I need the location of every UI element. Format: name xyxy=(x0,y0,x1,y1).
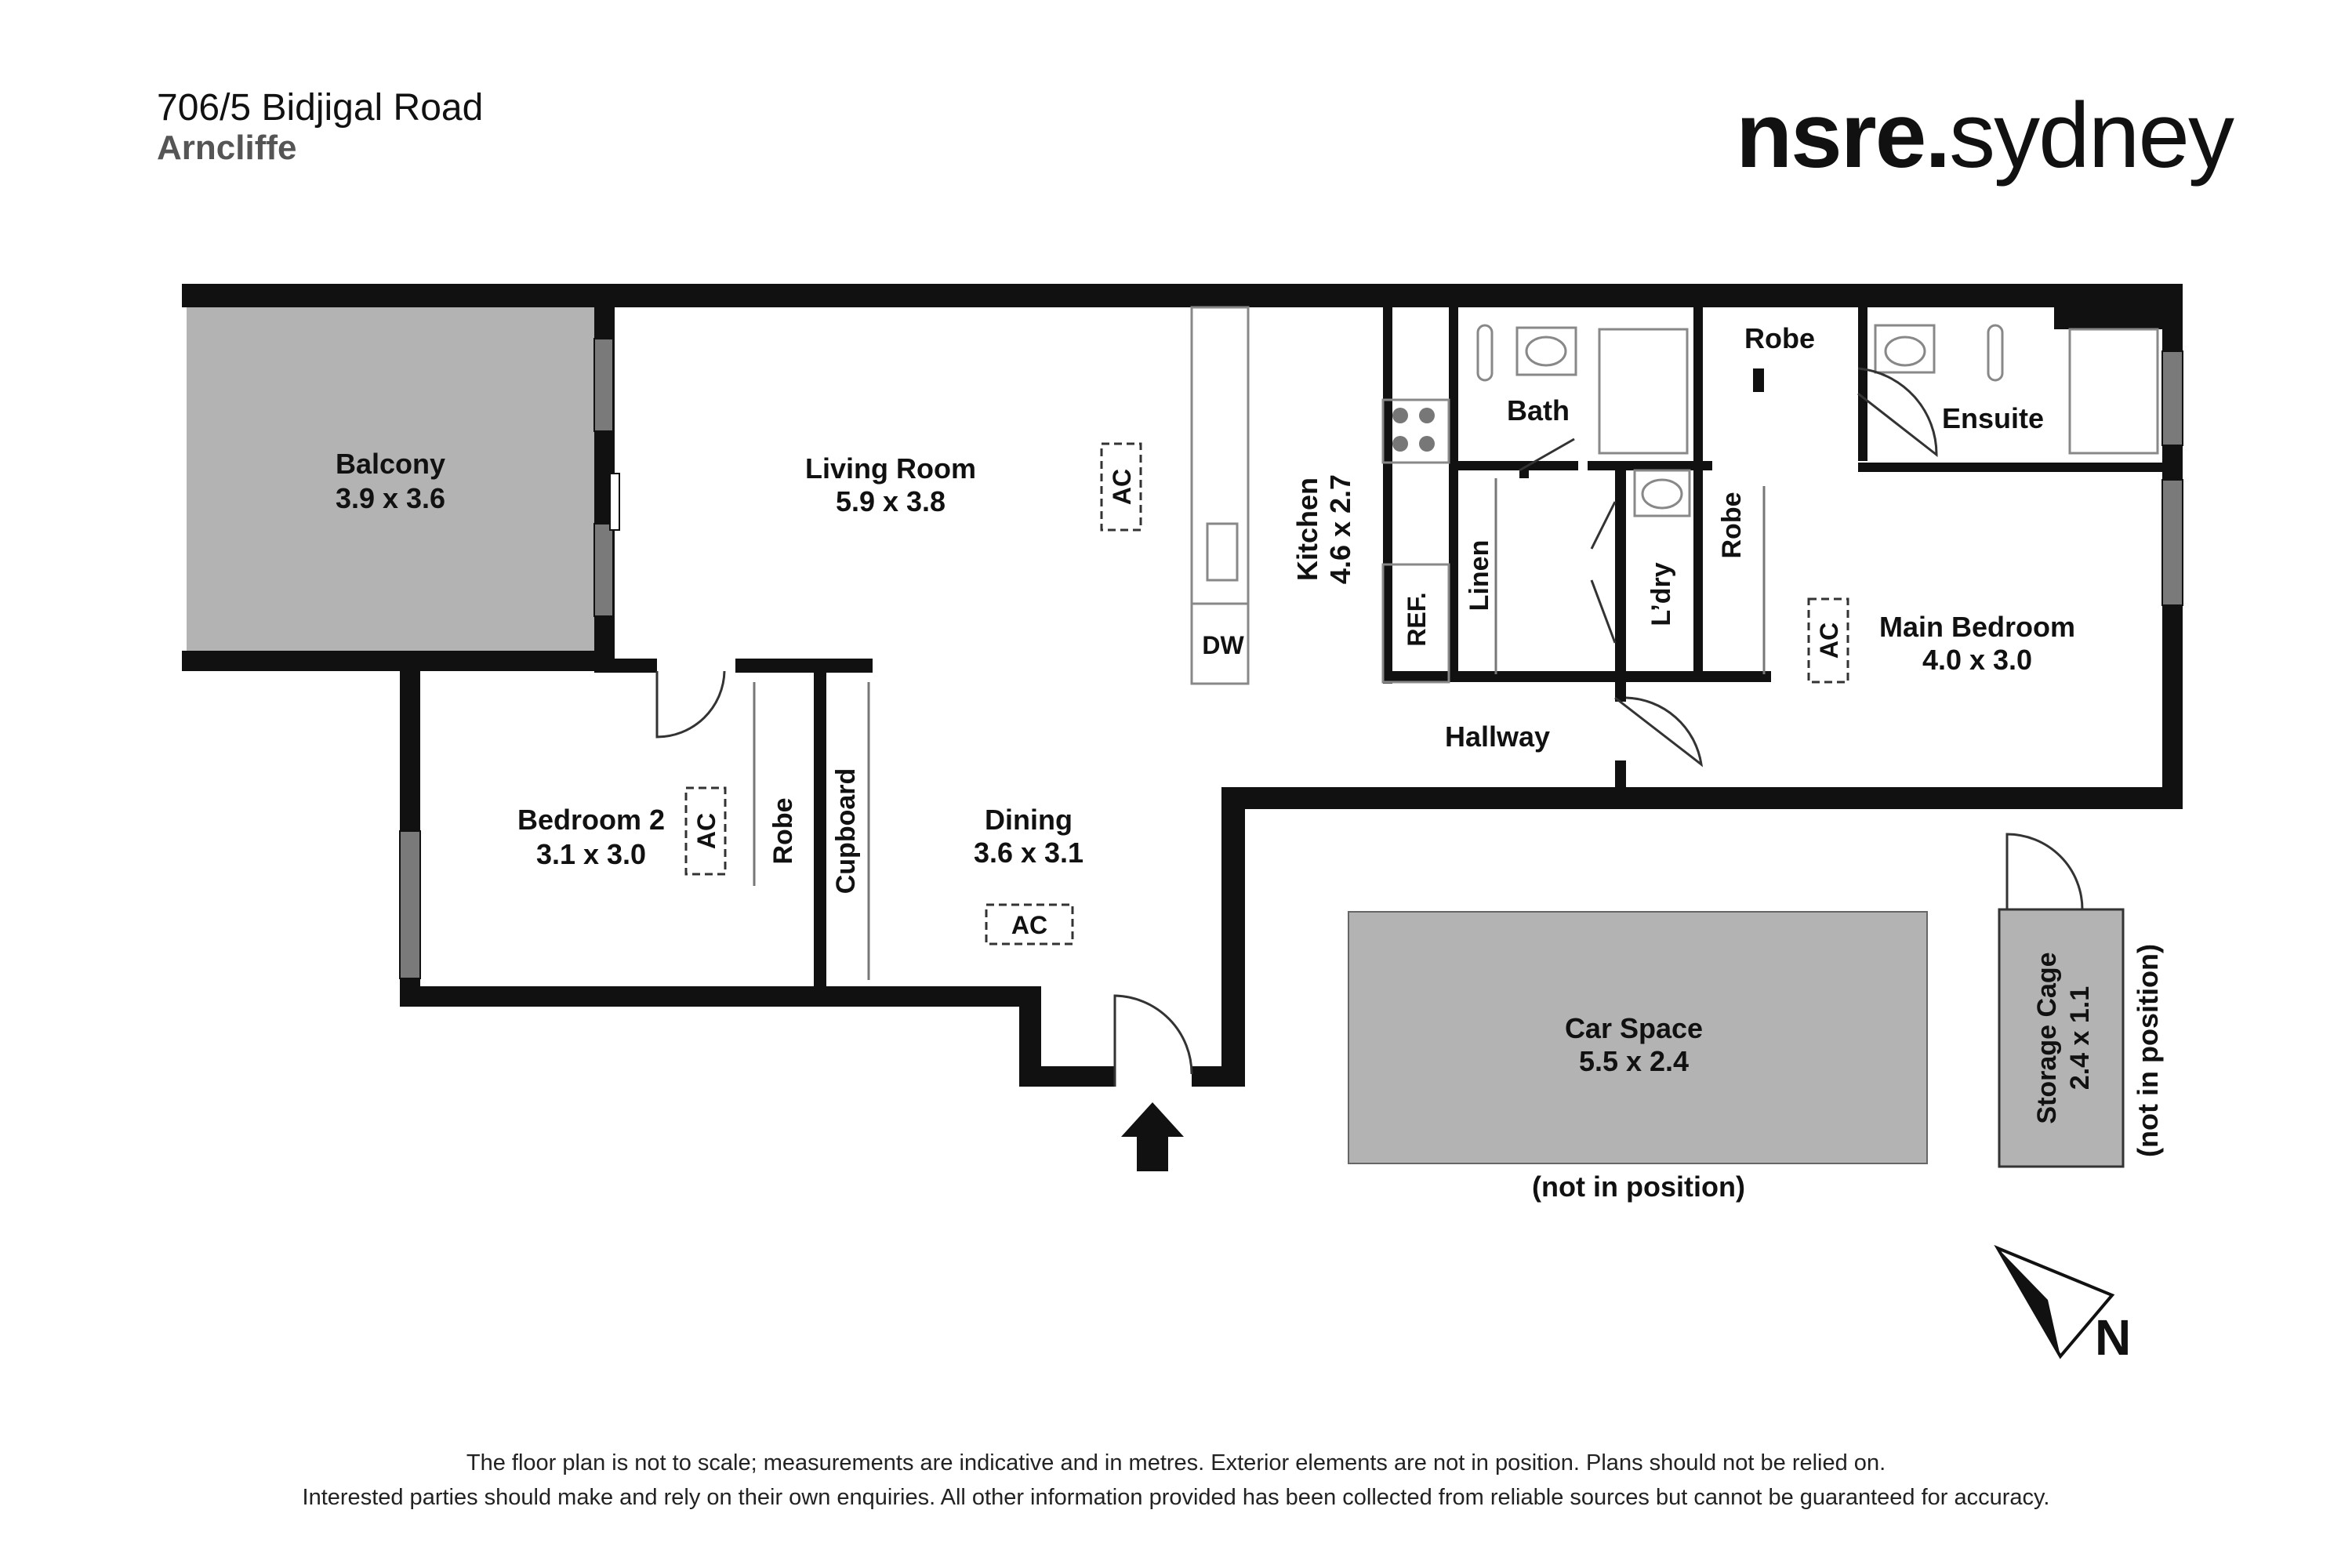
wardrobe-doors xyxy=(753,478,1766,980)
car-space-label: Car Space xyxy=(1565,1012,1703,1044)
balcony-size: 3.9 x 3.6 xyxy=(336,482,445,514)
walls xyxy=(182,284,2183,1087)
linen-label: Linen xyxy=(1465,540,1494,612)
car-space-size: 5.5 x 2.4 xyxy=(1579,1045,1689,1077)
windows xyxy=(399,338,2183,979)
address-block: 706/5 Bidjigal Road Arncliffe xyxy=(157,87,484,167)
main-bedroom-size: 4.0 x 3.0 xyxy=(1922,644,2032,676)
dishwasher-label: DW xyxy=(1202,631,1244,659)
ac-units xyxy=(684,442,1849,946)
fridge-label: REF. xyxy=(1403,592,1431,646)
kitchen-bench xyxy=(1190,306,1450,685)
doors xyxy=(655,367,2084,1087)
brand-bold: nsre. xyxy=(1736,84,1951,187)
cooktop-icon xyxy=(1392,408,1435,452)
storage-cage-size: 2.4 x 1.1 xyxy=(2065,986,2095,1090)
ac-label-main-bedroom: AC xyxy=(1815,622,1843,659)
storage-cage-area xyxy=(1998,908,2125,1168)
kitchen-size: 4.6 x 2.7 xyxy=(1324,474,1356,584)
brand-logo: nsre.sydney xyxy=(1736,82,2234,189)
bedroom2-size: 3.1 x 3.0 xyxy=(536,838,646,870)
bath-label: Bath xyxy=(1507,394,1570,426)
balcony-label: Balcony xyxy=(336,448,445,480)
robe-bed2-label: Robe xyxy=(768,798,798,865)
ensuite-label: Ensuite xyxy=(1942,402,2044,434)
north-compass-icon: N xyxy=(1994,1244,2131,1366)
storage-cage-label: Storage Cage xyxy=(2032,952,2062,1123)
ac-label-living: AC xyxy=(1108,469,1136,505)
robe-main-label: Robe xyxy=(1717,492,1747,559)
cupboard-label: Cupboard xyxy=(831,768,861,895)
ac-label-bedroom2: AC xyxy=(692,813,720,849)
balcony-area xyxy=(187,306,594,651)
living-room-size: 5.9 x 3.8 xyxy=(836,485,946,517)
robe-top-label: Robe xyxy=(1744,322,1815,354)
hallway-label: Hallway xyxy=(1445,720,1550,753)
dining-label: Dining xyxy=(985,804,1073,836)
car-space-area xyxy=(1348,911,1928,1164)
disclaimer-line-1: The floor plan is not to scale; measurem… xyxy=(466,1450,1886,1475)
main-bedroom-label: Main Bedroom xyxy=(1879,611,2075,643)
brand-light: sydney xyxy=(1949,84,2234,187)
car-space-note: (not in position) xyxy=(1532,1171,1745,1203)
ac-label-dining: AC xyxy=(1011,911,1047,939)
bedroom2-label: Bedroom 2 xyxy=(517,804,665,836)
living-room-label: Living Room xyxy=(805,452,976,485)
street-address: 706/5 Bidjigal Road xyxy=(157,87,484,129)
kitchen-label: Kitchen xyxy=(1291,477,1323,581)
disclaimer: The floor plan is not to scale; measurem… xyxy=(0,1446,2352,1515)
laundry-label: L’dry xyxy=(1646,562,1676,626)
sliding-door xyxy=(609,473,620,531)
entry-arrow-icon xyxy=(1121,1102,1184,1171)
bathroom-fixtures xyxy=(1476,324,2159,517)
suburb: Arncliffe xyxy=(157,128,297,167)
dining-size: 3.6 x 3.1 xyxy=(974,837,1083,869)
disclaimer-line-2: Interested parties should make and rely … xyxy=(302,1485,2050,1510)
compass-letter: N xyxy=(2095,1309,2131,1366)
storage-cage-note: (not in position) xyxy=(2132,944,2164,1157)
